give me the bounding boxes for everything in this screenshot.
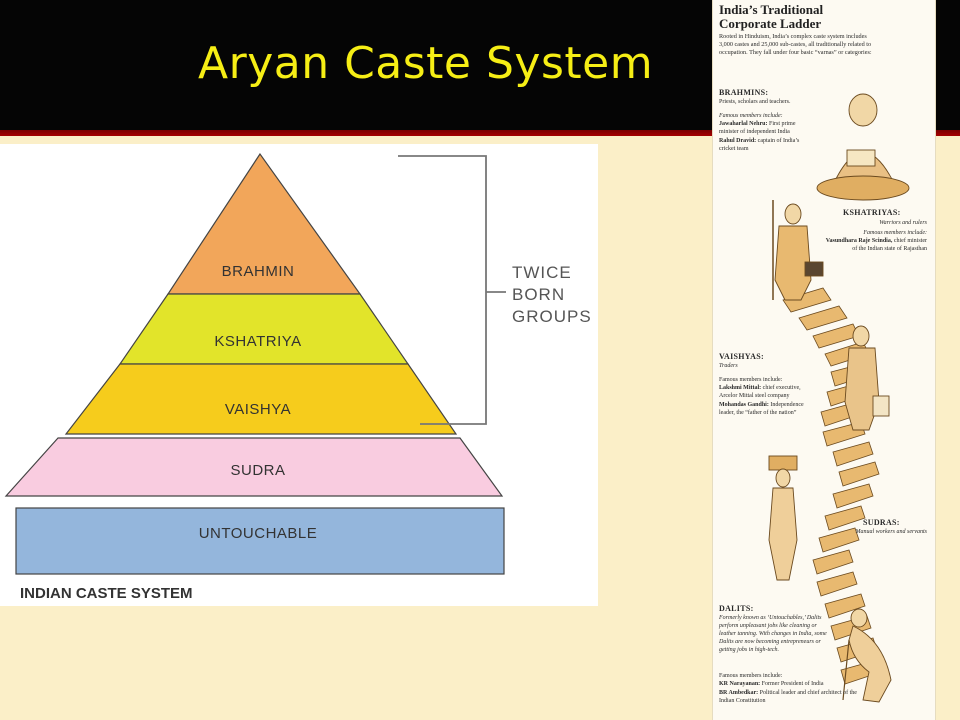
pyramid-label-kshatriya: KSHATRIYA xyxy=(214,333,301,350)
brahmin-figure-illustration xyxy=(816,93,910,201)
pyramid-level-kshatriya xyxy=(118,293,410,365)
twice-born-bracket xyxy=(398,155,506,425)
ladder-title: India’s Traditional Corporate Ladder xyxy=(719,2,824,31)
vaishya-figure-illustration xyxy=(844,325,890,431)
vaishyas-famous-label: Famous members include: xyxy=(719,377,783,383)
dalit-figure-illustration xyxy=(842,608,892,703)
vaishyas-member-1: Lakshmi Mittal: chief executive, Arcelor… xyxy=(719,385,801,399)
bracket-label-line2: BORN xyxy=(512,285,565,304)
kshatriya-figure-illustration xyxy=(772,200,824,301)
dalits-member-2: BR Ambedkar: Political leader and chief … xyxy=(719,690,857,704)
dalits-description: Formerly known as ‘Untouchables,’ Dalits… xyxy=(719,615,827,653)
pyramid-label-vaishya: VAISHYA xyxy=(225,401,291,418)
pyramid-level-vaishya xyxy=(64,363,458,435)
brahmins-member-2: Rahul Dravid: captain of India’s cricket… xyxy=(719,138,800,152)
brahmins-subtitle: Priests, scholars and teachers. xyxy=(719,99,791,105)
dalits-member-1: KR Narayanan: Former President of India xyxy=(719,681,824,687)
corporate-ladder-infographic: India’s Traditional Corporate Ladder Roo… xyxy=(712,0,936,720)
vaishyas-heading: VAISHYAS: xyxy=(719,352,764,361)
pyramid-label-brahmin: BRAHMIN xyxy=(222,263,295,280)
sudra-figure-illustration xyxy=(768,455,798,581)
kshatriyas-heading: KSHATRIYAS: xyxy=(843,208,901,217)
kshatriyas-member-1: Vasundhara Raje Scindia, chief minister … xyxy=(825,238,927,252)
kshatriyas-subtitle: Warriors and rulers xyxy=(879,220,927,226)
vaishyas-subtitle: Traders xyxy=(719,363,738,369)
bracket-label-line1: TWICE xyxy=(512,263,572,282)
brahmins-heading: BRAHMINS: xyxy=(719,88,769,97)
brahmins-member-1: Jawaharlal Nehru: First prime minister o… xyxy=(719,121,796,135)
ladder-intro-text: Rooted in Hinduism, India’s complex cast… xyxy=(719,33,872,56)
slide-title: Aryan Caste System xyxy=(198,38,654,89)
sudras-subtitle: Manual workers and servants xyxy=(855,529,928,535)
header-divider xyxy=(0,130,960,136)
brahmins-famous-label: Famous members include: xyxy=(719,113,783,119)
pyramid-level-untouchable xyxy=(15,507,505,575)
kshatriyas-famous-label: Famous members include: xyxy=(863,230,927,236)
dalits-heading: DALITS: xyxy=(719,604,754,613)
pyramid-caption: INDIAN CASTE SYSTEM xyxy=(20,585,193,602)
pyramid-label-sudra: SUDRA xyxy=(230,462,285,479)
vaishyas-member-2: Mohandas Gandhi: Independence leader, th… xyxy=(719,402,804,416)
pyramid-level-sudra xyxy=(4,437,504,497)
sudras-heading: SUDRAS: xyxy=(863,518,900,527)
pyramid-label-untouchable: UNTOUCHABLE xyxy=(199,525,318,542)
dalits-famous-label: Famous members include: xyxy=(719,673,783,679)
caste-pyramid-diagram: BRAHMIN KSHATRIYA VAISHYA SUDRA UNTOUCHA… xyxy=(0,144,598,606)
bracket-label-line3: GROUPS xyxy=(512,307,592,326)
